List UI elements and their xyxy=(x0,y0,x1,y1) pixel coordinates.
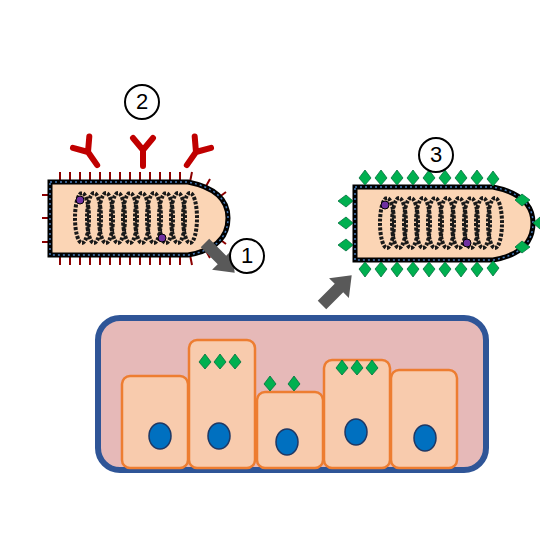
coat-diamond xyxy=(455,262,467,277)
trypanosome xyxy=(50,182,228,255)
nucleus xyxy=(414,425,436,451)
coat-diamond xyxy=(471,170,483,185)
coat-diamond xyxy=(375,170,387,185)
nucleus xyxy=(149,423,171,449)
coat-diamond xyxy=(515,194,530,206)
host-cell xyxy=(189,340,255,468)
host-cell xyxy=(257,392,323,468)
coat-diamond xyxy=(439,262,451,277)
coat-diamond xyxy=(359,262,371,277)
nucleus xyxy=(345,419,367,445)
antibody xyxy=(133,138,153,166)
antibody xyxy=(179,136,211,170)
coat-diamond xyxy=(487,171,499,186)
process-arrow xyxy=(312,265,361,314)
coat-diamond xyxy=(229,354,241,369)
coat-diamond xyxy=(515,241,530,253)
coat-diamond xyxy=(423,262,435,277)
nucleus xyxy=(208,423,230,449)
coat-diamond xyxy=(264,376,276,391)
coat-diamond xyxy=(338,239,353,251)
nucleus xyxy=(276,429,298,455)
coat-diamond xyxy=(336,360,348,375)
host-cell xyxy=(122,376,188,468)
coat-diamond xyxy=(391,170,403,185)
coat-diamond xyxy=(366,360,378,375)
host-cell xyxy=(324,360,390,468)
coat-diamond xyxy=(338,217,353,229)
host-cell xyxy=(391,370,457,468)
coat-diamond xyxy=(214,354,226,369)
callout-number: 1 xyxy=(229,238,265,274)
coated-trypanosome xyxy=(338,170,540,277)
coat-diamond xyxy=(487,261,499,276)
coat-diamond xyxy=(407,170,419,185)
coat-diamond xyxy=(455,170,467,185)
antibody-group xyxy=(73,136,211,170)
coat-diamond xyxy=(471,262,483,277)
trypanosome xyxy=(355,187,533,260)
coat-diamond xyxy=(199,354,211,369)
antibody xyxy=(73,136,105,170)
cell-layer xyxy=(122,340,457,468)
coat-diamond xyxy=(288,376,300,391)
coat-diamond xyxy=(338,195,353,207)
host-tissue xyxy=(98,318,486,470)
nuclei xyxy=(149,419,436,455)
coat-diamond xyxy=(359,170,371,185)
callout-number: 3 xyxy=(418,137,454,173)
coat-diamond xyxy=(407,262,419,277)
coat-diamond xyxy=(375,262,387,277)
coat-diamond xyxy=(533,217,540,229)
coat-diamond xyxy=(391,262,403,277)
coat-diamond xyxy=(351,360,363,375)
callout-number: 2 xyxy=(124,84,160,120)
